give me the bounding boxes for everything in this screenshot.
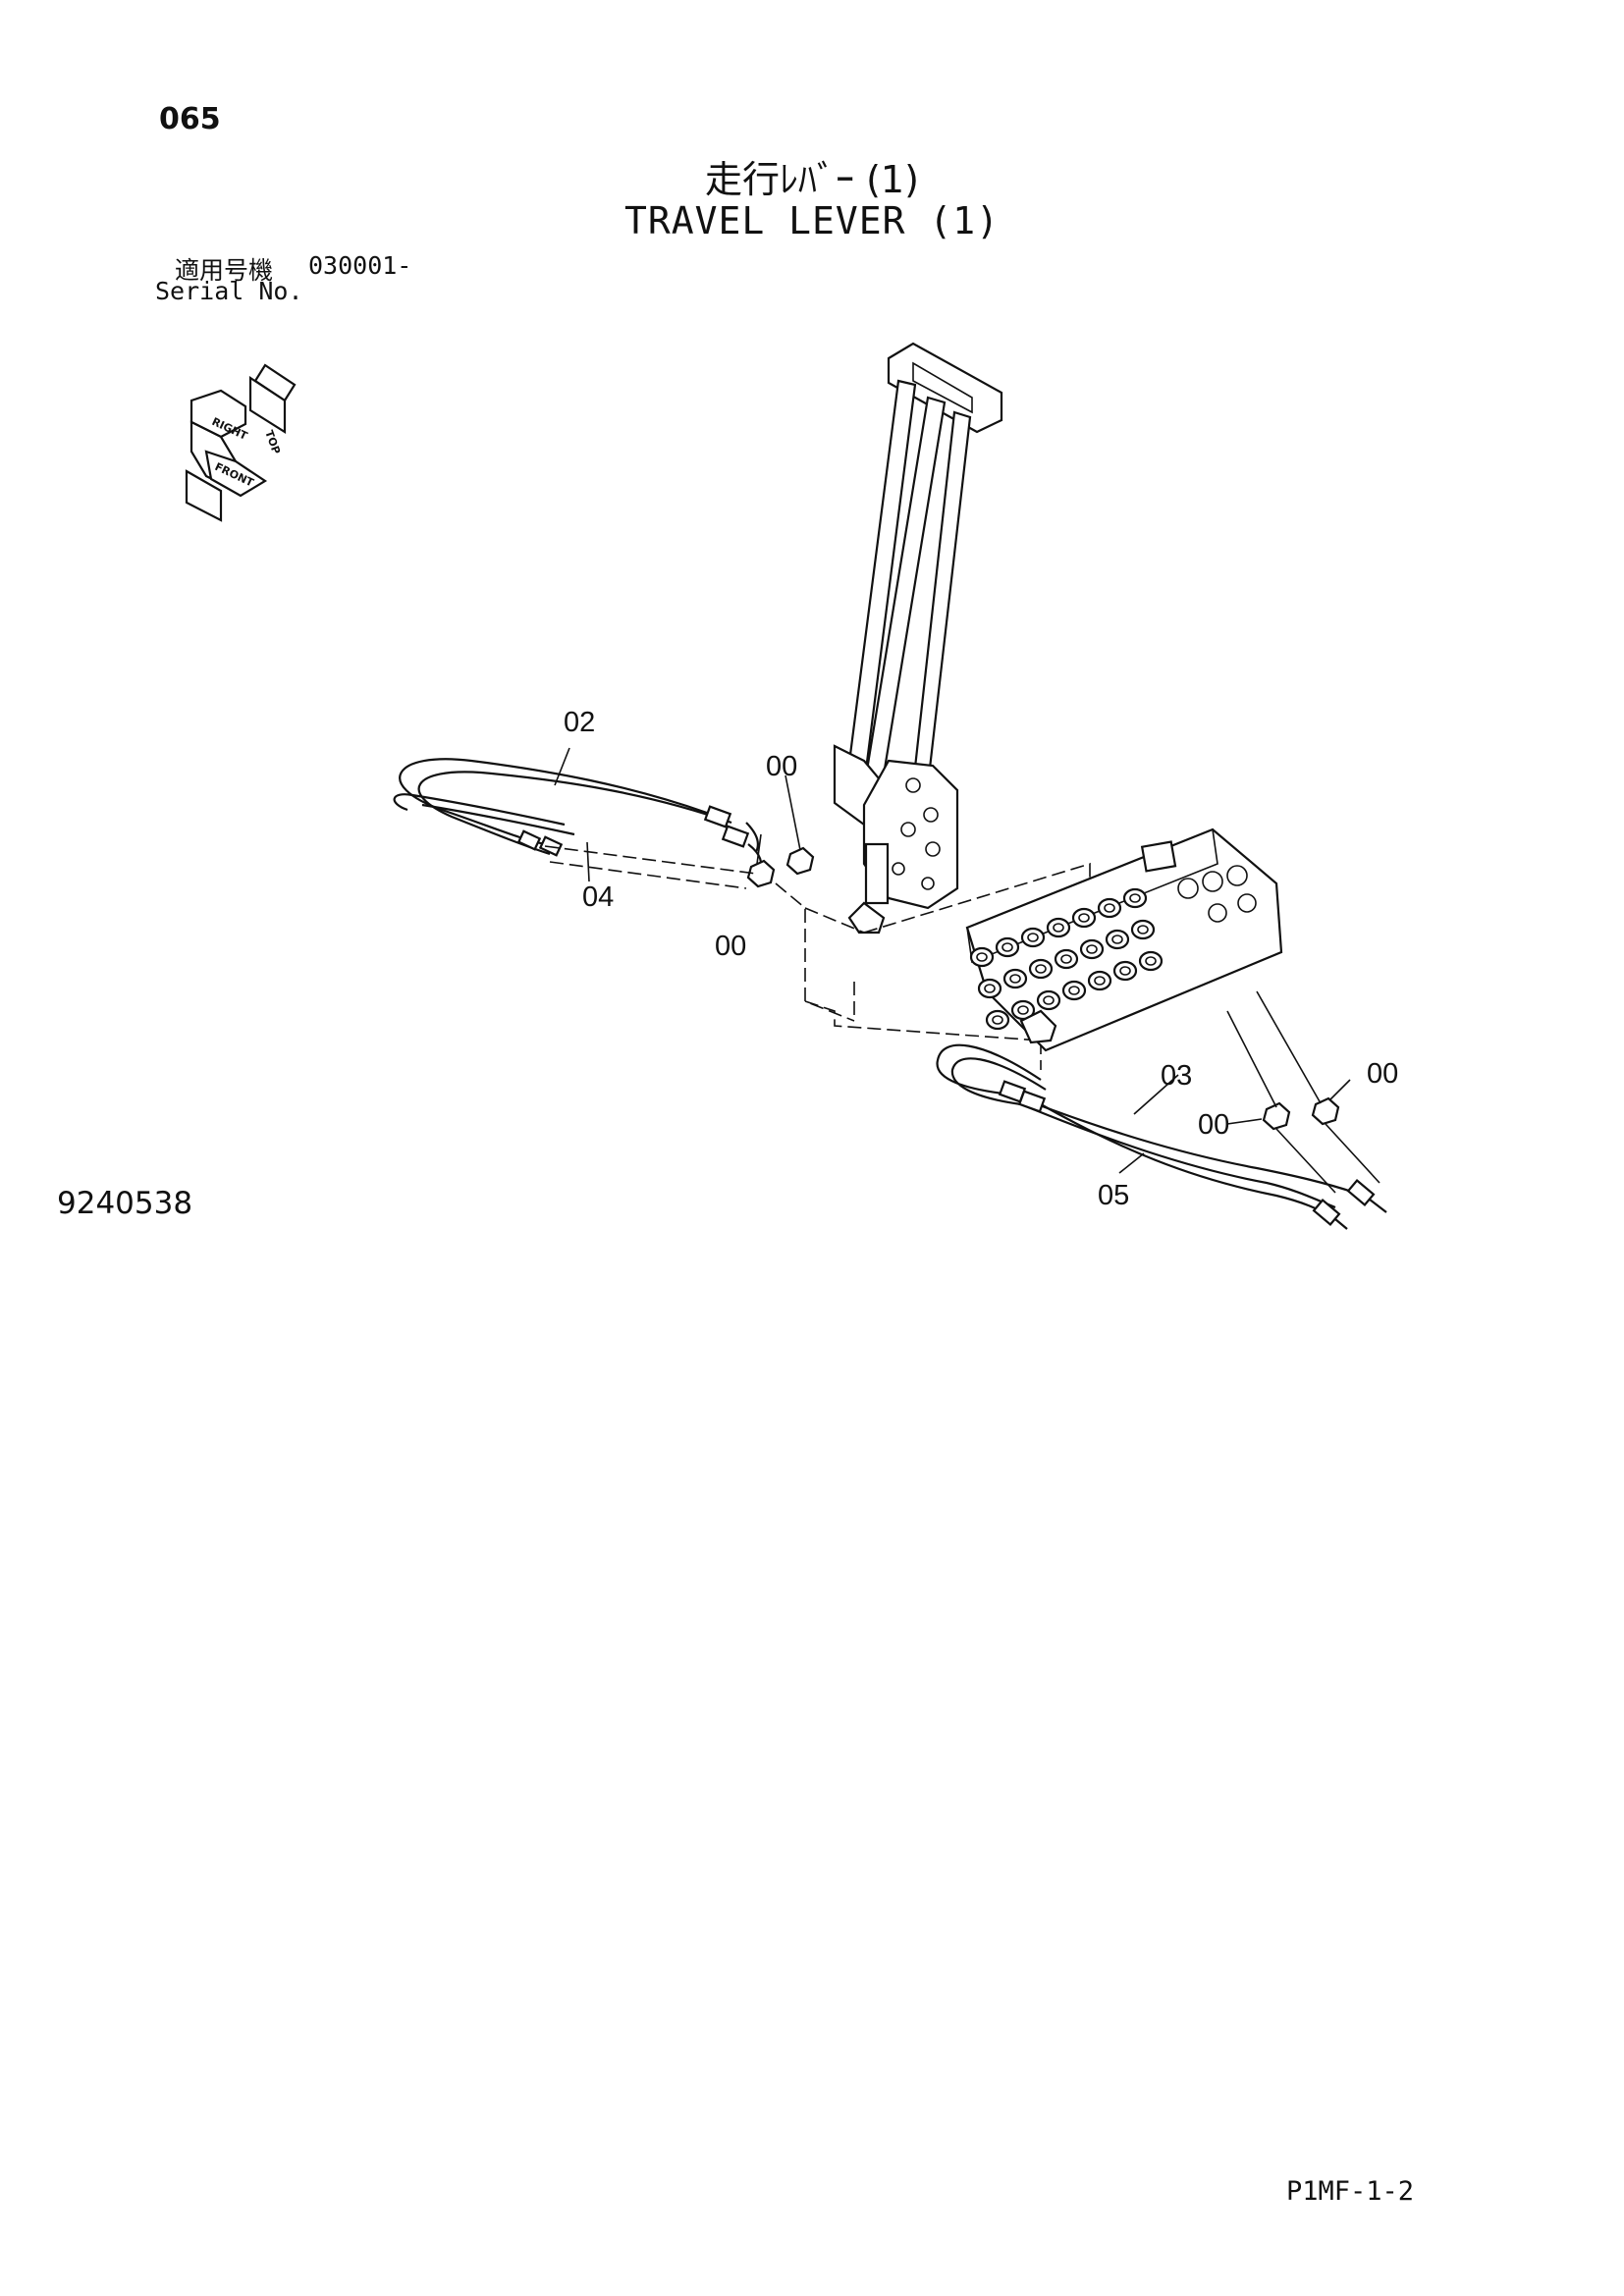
serial-label-japanese: 適用号機 — [175, 256, 274, 285]
valve-spool-core — [984, 984, 996, 993]
callout-04: 04 — [582, 881, 615, 913]
valve-spool — [1020, 927, 1046, 948]
valve-spool — [1112, 960, 1138, 982]
callout-00-upper: 00 — [766, 751, 798, 782]
valve-spool — [1138, 950, 1164, 972]
valve-spool-core — [1078, 913, 1090, 923]
valve-spool — [1105, 929, 1130, 950]
page-number: 065 — [159, 102, 221, 136]
valve-spool — [1087, 970, 1112, 991]
valve-spool — [1002, 968, 1028, 989]
valve-spool — [977, 978, 1002, 999]
valve-spool — [1061, 980, 1087, 1001]
valve-spool — [1130, 919, 1156, 940]
valve-spool-core — [1060, 954, 1072, 964]
figure-number: 9240538 — [57, 1186, 193, 1221]
valve-spool-core — [1086, 944, 1098, 954]
valve-spool — [1079, 938, 1105, 960]
valve-spool — [1097, 897, 1122, 919]
adapter-fittings-top — [746, 774, 815, 888]
callout-02: 02 — [564, 707, 596, 738]
valve-spool-core — [1043, 995, 1055, 1005]
page-title-japanese: 走行ﾚﾊﾞｰ (1) — [705, 158, 919, 201]
valve-spool-core — [992, 1015, 1003, 1025]
valve-spool-core — [1104, 903, 1115, 913]
valve-spool — [985, 1009, 1010, 1031]
valve-spool-core — [1119, 966, 1131, 976]
valve-spool-core — [1111, 934, 1123, 944]
valve-spool-core — [1009, 974, 1021, 984]
valve-spool — [1071, 907, 1097, 929]
page-code: P1MF-1-2 — [1286, 2176, 1415, 2207]
valve-spool-core — [976, 952, 988, 962]
callout-leaders — [554, 747, 1351, 1174]
valve-spool-core — [1017, 1005, 1029, 1015]
page-title-english: TRAVEL LEVER (1) — [623, 199, 1001, 242]
valve-spool — [1054, 948, 1079, 970]
valve-spool — [1122, 887, 1148, 909]
callout-05: 05 — [1098, 1180, 1130, 1211]
valve-spool-core — [1129, 893, 1141, 903]
travel-lever-assembly — [833, 342, 1003, 934]
valve-spool — [1028, 958, 1054, 980]
valve-spool — [1046, 917, 1071, 938]
hose-03-05 — [936, 1043, 1387, 1230]
adapter-fittings-bottom — [1226, 990, 1380, 1194]
serial-label-english: Serial No. — [155, 277, 303, 305]
serial-range: 030001- — [308, 251, 412, 280]
control-valve — [965, 828, 1283, 1052]
valve-spool-core — [1035, 964, 1047, 974]
callout-03: 03 — [1161, 1060, 1193, 1092]
orientation-icon: TOP RIGHT FRONT — [185, 363, 297, 522]
valve-spool-core — [1053, 923, 1064, 933]
valve-spool — [995, 936, 1020, 958]
valve-spool-core — [1137, 925, 1149, 934]
callout-00-middle: 00 — [715, 931, 747, 962]
valve-spool-core — [1068, 986, 1080, 995]
callout-00-lower: 00 — [1198, 1109, 1230, 1141]
hose-02-04 — [393, 758, 762, 873]
valve-spool — [1036, 989, 1061, 1011]
orientation-top-label: TOP — [262, 429, 283, 456]
valve-spool-core — [1027, 933, 1039, 942]
callout-00-right: 00 — [1367, 1058, 1399, 1090]
valve-spool — [969, 946, 995, 968]
valve-spool-core — [1094, 976, 1106, 986]
valve-spool-core — [1145, 956, 1157, 966]
valve-spool-core — [1001, 942, 1013, 952]
